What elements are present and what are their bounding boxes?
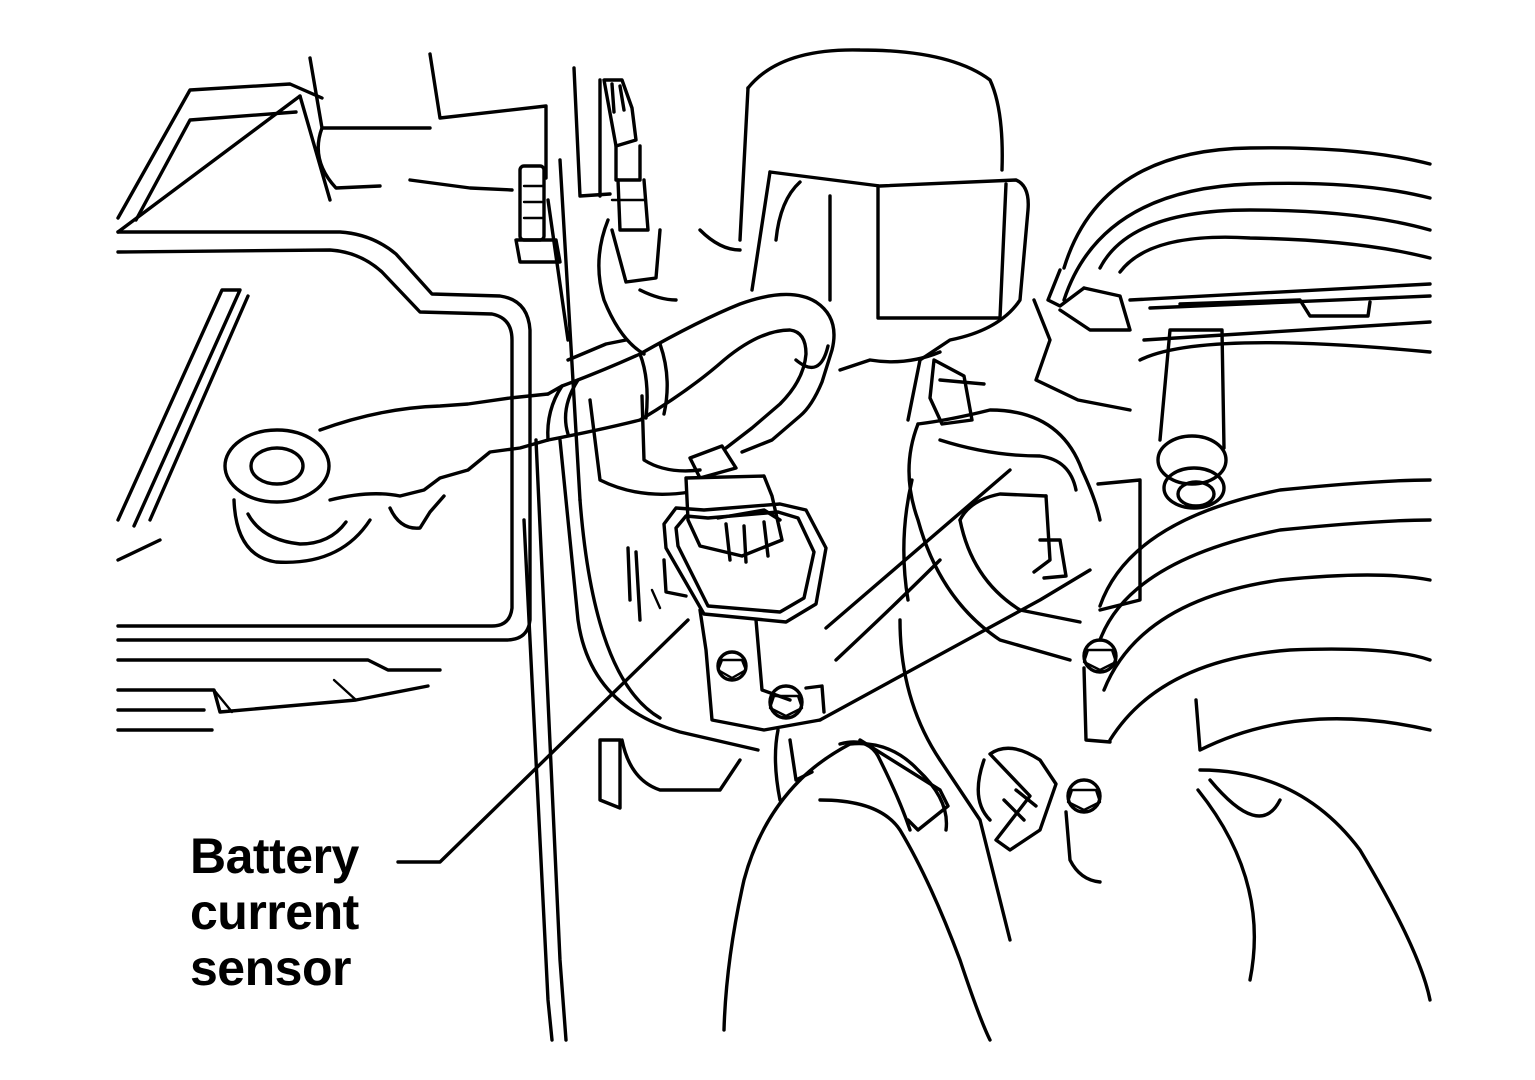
callout-label: Battery current sensor — [190, 828, 359, 996]
center-bracket — [308, 52, 760, 1042]
callout-leader-line — [396, 618, 690, 864]
battery-current-sensor — [626, 444, 828, 732]
callout-line-2: current — [190, 884, 359, 940]
reservoir — [588, 48, 1030, 496]
lower-hose — [722, 358, 1092, 1042]
right-hoses — [907, 146, 1432, 1002]
callout-line-1: Battery — [190, 828, 359, 884]
battery — [116, 82, 550, 732]
battery-cable — [546, 292, 836, 454]
callout-line-3: sensor — [190, 940, 351, 996]
